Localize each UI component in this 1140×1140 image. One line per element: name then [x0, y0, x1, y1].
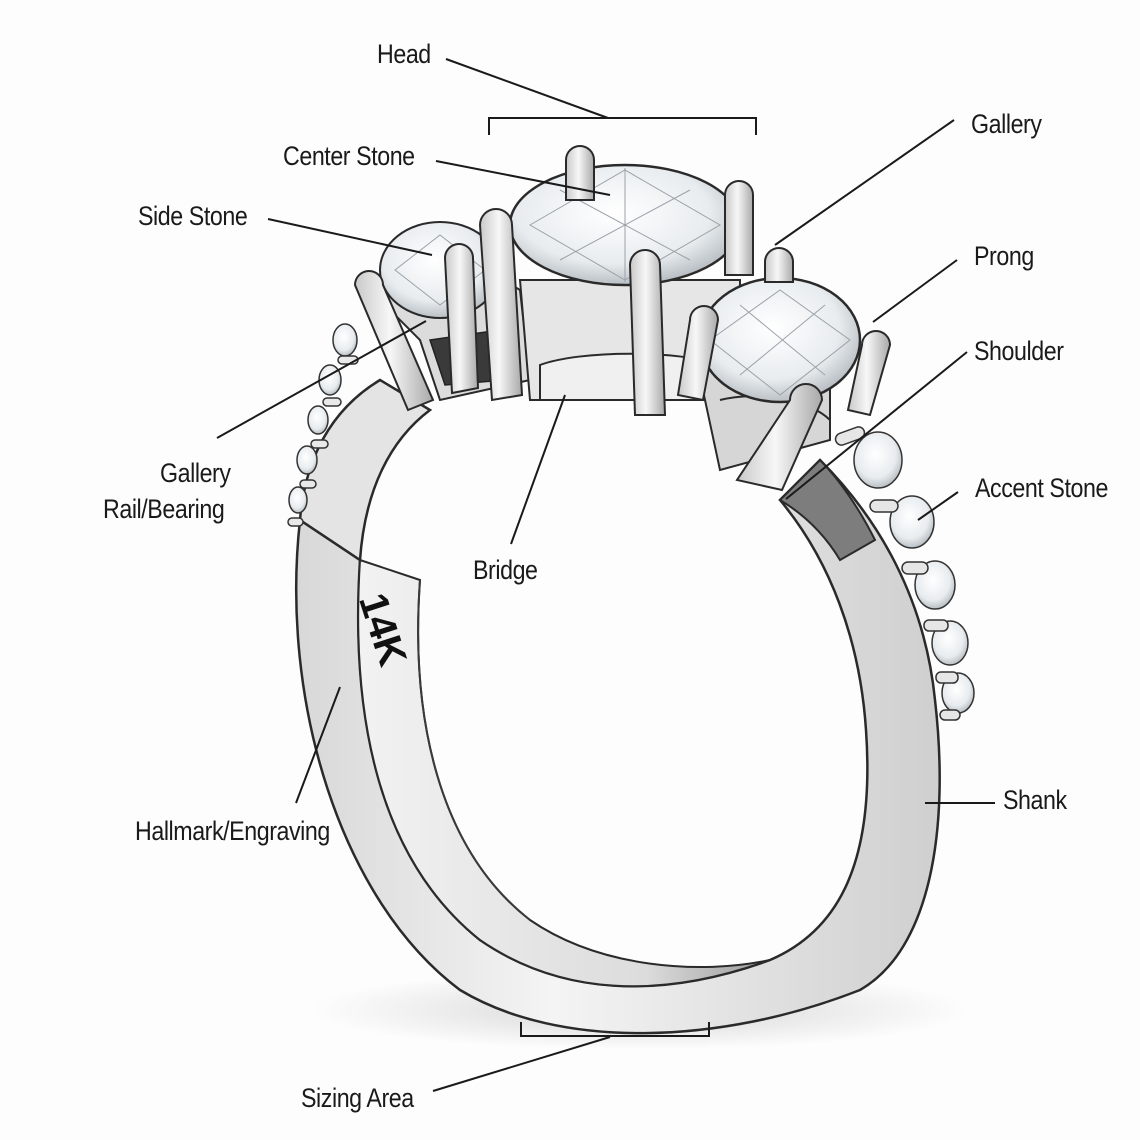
prongs — [353, 145, 892, 492]
label-sizing-area: Sizing Area — [301, 1083, 414, 1113]
label-hallmark-engraving: Hallmark/Engraving — [135, 816, 330, 846]
label-center-stone: Center Stone — [283, 141, 415, 171]
side-stone-right — [698, 276, 862, 404]
leader-lines — [216, 58, 995, 1092]
leader-shoulder — [785, 351, 968, 500]
label-side-stone: Side Stone — [138, 201, 248, 231]
label-prong: Prong — [974, 241, 1034, 271]
leader-hallmark — [295, 686, 341, 804]
label-gallery-rail-line1: Gallery — [160, 458, 231, 488]
leader-gallery — [774, 119, 955, 246]
label-gallery: Gallery — [971, 109, 1042, 139]
label-shank: Shank — [1003, 785, 1067, 815]
bracket-sizing — [520, 1022, 710, 1037]
leader-center-stone — [435, 160, 611, 196]
accent-beads-right — [834, 426, 961, 721]
accent-stones-right — [853, 431, 975, 714]
bracket-head — [488, 117, 757, 135]
leader-head — [445, 58, 609, 119]
side-stone-right-facets — [709, 289, 851, 396]
leader-accent-stone — [917, 491, 959, 521]
label-gallery-rail-line2: Rail/Bearing — [103, 494, 225, 524]
leader-bridge — [510, 394, 566, 545]
leader-gallery-rail — [216, 320, 427, 439]
label-head: Head — [377, 39, 431, 69]
shank-band — [294, 378, 941, 1035]
label-accent-stone: Accent Stone — [975, 473, 1108, 503]
leader-prong — [872, 259, 958, 323]
leader-side-stone — [267, 218, 433, 256]
leader-sizing-area — [432, 1036, 611, 1092]
label-bridge: Bridge — [473, 555, 538, 585]
label-shoulder: Shoulder — [974, 336, 1064, 366]
